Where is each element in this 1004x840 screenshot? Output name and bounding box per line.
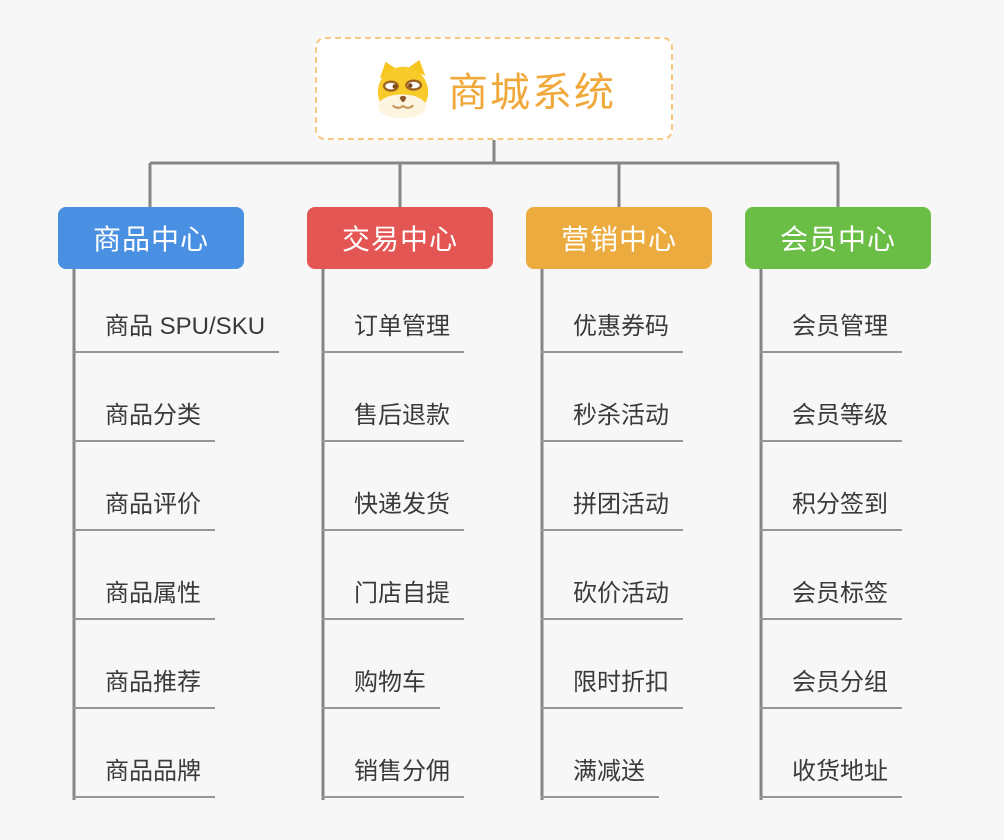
branch-member-center[interactable]: 会员中心: [745, 207, 931, 269]
topic-item[interactable]: 快递发货: [322, 490, 464, 531]
topic-item[interactable]: 商品属性: [73, 579, 215, 620]
topic-item[interactable]: 购物车: [322, 668, 440, 709]
branch-product-center[interactable]: 商品中心: [58, 207, 244, 269]
topic-item[interactable]: 会员等级: [760, 401, 902, 442]
topic-item[interactable]: 会员标签: [760, 579, 902, 620]
topic-item[interactable]: 砍价活动: [541, 579, 683, 620]
topic-item[interactable]: 商品分类: [73, 401, 215, 442]
root-title: 商城系统: [448, 70, 616, 115]
root-node[interactable]: 商城系统: [315, 37, 673, 140]
doge-face-icon: [372, 59, 434, 118]
topic-item[interactable]: 商品推荐: [73, 668, 215, 709]
topic-item[interactable]: 拼团活动: [541, 490, 683, 531]
topic-item[interactable]: 会员管理: [760, 312, 902, 353]
topic-item[interactable]: 订单管理: [322, 312, 464, 353]
topic-item[interactable]: 商品品牌: [73, 757, 215, 798]
topic-item[interactable]: 优惠券码: [541, 312, 683, 353]
topic-item[interactable]: 限时折扣: [541, 668, 683, 709]
topic-item[interactable]: 积分签到: [760, 490, 902, 531]
branch-trade-center[interactable]: 交易中心: [307, 207, 493, 269]
topic-item[interactable]: 商品 SPU/SKU: [73, 312, 280, 353]
topic-item[interactable]: 秒杀活动: [541, 401, 683, 442]
topic-item[interactable]: 售后退款: [322, 401, 464, 442]
topic-item[interactable]: 会员分组: [760, 668, 902, 709]
topic-item[interactable]: 满减送: [541, 757, 659, 798]
branch-marketing-center[interactable]: 营销中心: [526, 207, 712, 269]
topic-item[interactable]: 销售分佣: [322, 757, 464, 798]
topic-item[interactable]: 门店自提: [322, 579, 464, 620]
topic-item[interactable]: 收货地址: [760, 757, 902, 798]
topic-item[interactable]: 商品评价: [73, 490, 215, 531]
